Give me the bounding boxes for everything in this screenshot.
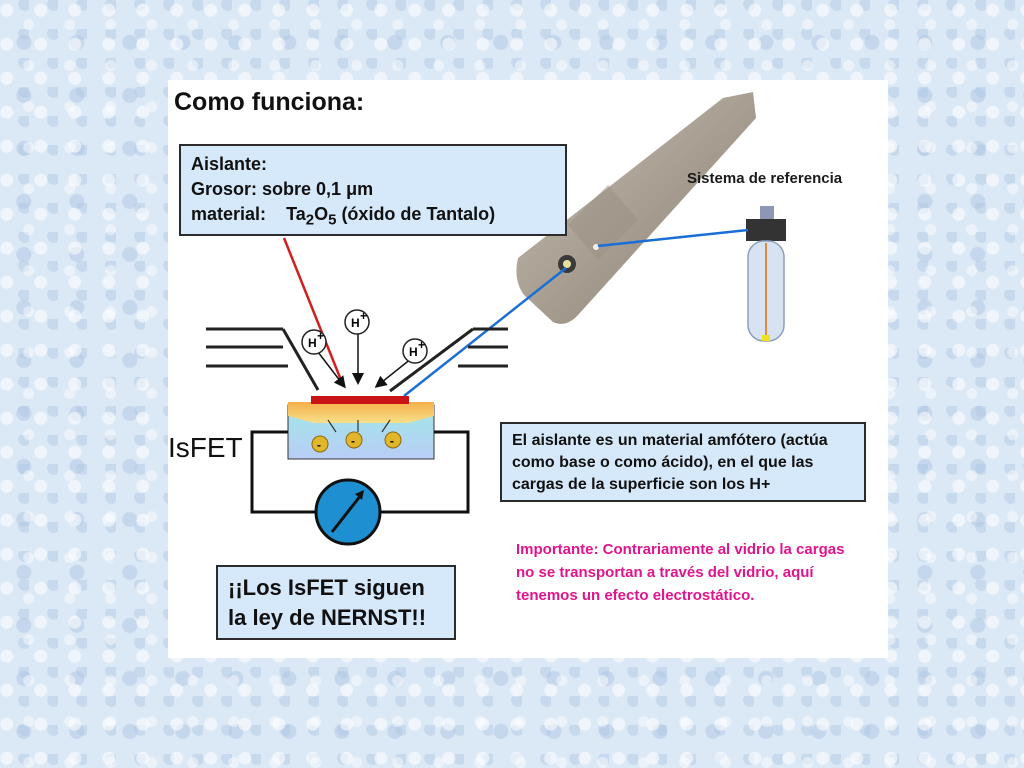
ion-h-plus-center: H + — [344, 309, 370, 335]
encapsulation-left — [206, 327, 320, 391]
insulator-pointer — [282, 237, 345, 386]
transistor: - - - — [287, 396, 435, 460]
svg-text:+: + — [317, 329, 324, 343]
svg-text:H: H — [308, 336, 317, 350]
svg-text:-: - — [317, 438, 321, 452]
gate-insulator — [311, 396, 409, 404]
slide: H + H + H + - - - — [168, 80, 888, 658]
svg-text:+: + — [418, 338, 425, 352]
svg-text:+: + — [360, 309, 367, 323]
ion-h-plus-right: H + — [402, 338, 428, 364]
micrometer-unit: μm — [346, 179, 374, 199]
svg-text:H: H — [351, 316, 360, 330]
insulator-material: material: Ta2O5 (óxido de Tantalo) — [191, 204, 496, 229]
meter-icon — [314, 478, 382, 546]
insulator-thickness: Grosor: sobre 0,1 μm — [191, 179, 374, 199]
important-note: Importante: Contrariamente al vidrio la … — [516, 541, 845, 604]
page-title: Como funciona: — [174, 88, 365, 116]
reference-system-label: Sistema de referencia — [687, 170, 843, 187]
ion-arrows — [317, 333, 413, 389]
svg-text:H: H — [409, 345, 418, 359]
probe-body — [516, 92, 756, 324]
probe-pointer — [403, 267, 567, 397]
encapsulation-right — [389, 327, 508, 393]
insulator-heading: Aislante: — [191, 154, 268, 174]
insulator-info-box: Aislante: Grosor: sobre 0,1 μm material:… — [179, 144, 567, 236]
probe-reference-port — [593, 244, 599, 250]
svg-text:-: - — [351, 434, 355, 448]
reference-electrode — [746, 206, 786, 342]
svg-text:-: - — [390, 434, 394, 448]
ion-h-plus-left: H + — [301, 329, 327, 355]
amphoteric-info-box: El aislante es un material amfótero (act… — [500, 422, 866, 502]
isfet-label: IsFET — [168, 432, 243, 463]
circuit-wires — [250, 430, 470, 514]
isfet-diagram: H + H + H + - - - — [206, 92, 786, 546]
reference-pointer — [597, 228, 749, 248]
charge-carriers: - - - — [311, 431, 402, 453]
nernst-box: ¡¡Los IsFET siguen la ley de NERNST!! — [216, 565, 456, 640]
